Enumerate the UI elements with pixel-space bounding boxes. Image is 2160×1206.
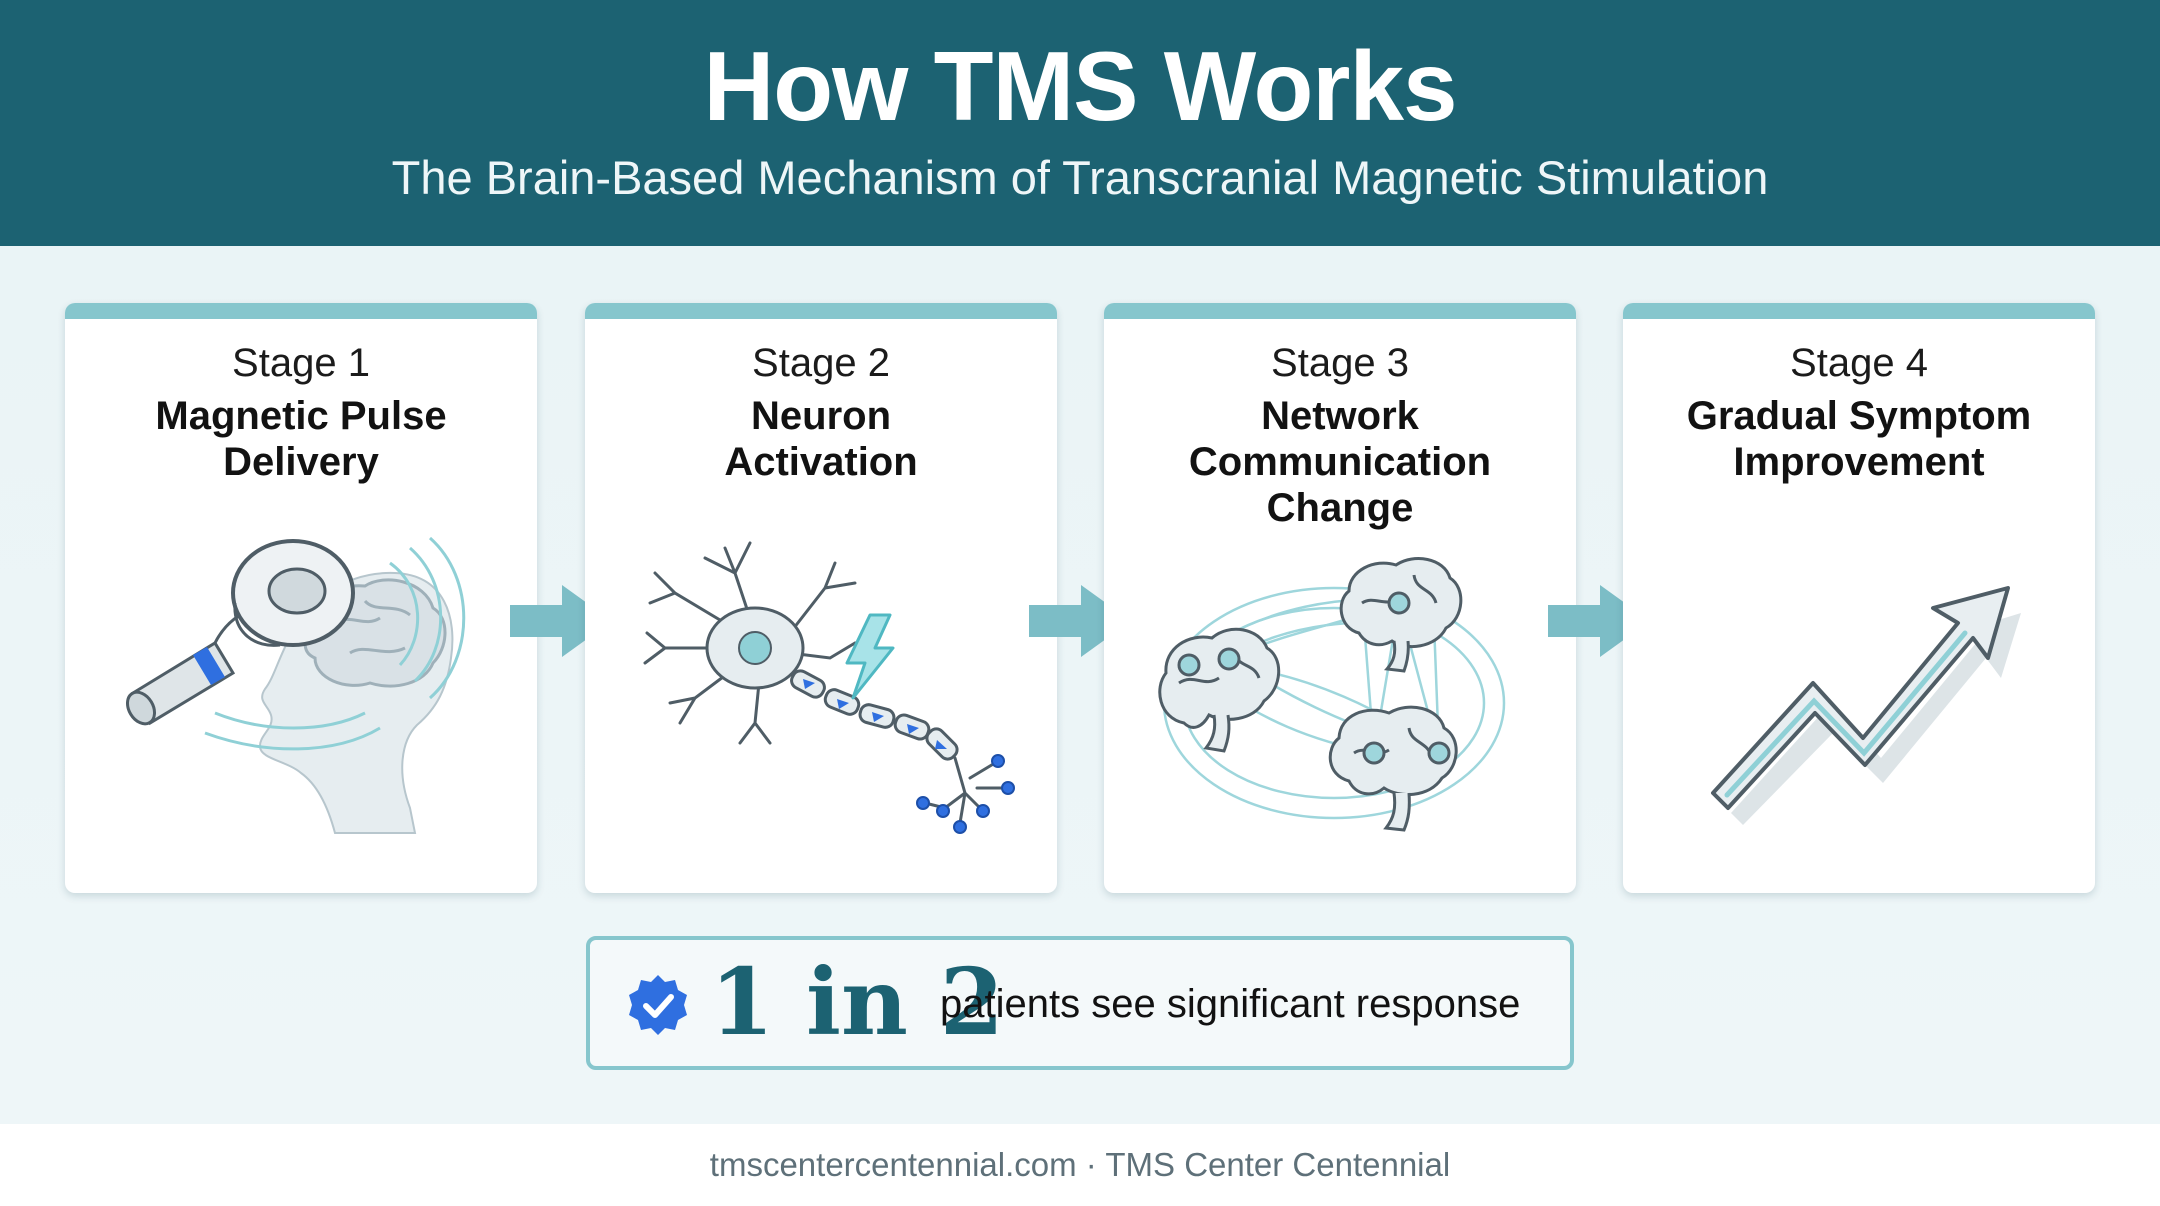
verified-badge-icon [629, 975, 687, 1035]
trend-up-arrow-icon [1711, 586, 2021, 825]
stage-card-1: Stage 1 Magnetic Pulse Delivery [65, 303, 537, 893]
stage-card-2: Stage 2 Neuron Activation [585, 303, 1057, 893]
card-accent-bar [585, 303, 1057, 319]
stage-label: Stage 2 [752, 341, 890, 385]
stage-title: Network Communication Change [1188, 394, 1492, 530]
stage-title: Gradual Symptom Improvement [1686, 394, 2032, 484]
card-accent-bar [1623, 303, 2095, 319]
stage-label: Stage 4 [1790, 341, 1928, 385]
stat-value: 1 in 2 [710, 948, 1004, 1056]
neuron-spark-icon [643, 541, 1015, 834]
brain-network-icon [1158, 557, 1506, 832]
card-accent-bar [1104, 303, 1576, 319]
stat-description: patients see significant response [940, 982, 1521, 1026]
card-accent-bar [65, 303, 537, 319]
page-subtitle: The Brain-Based Mechanism of Transcrania… [391, 151, 1769, 204]
response-stat-box: 1 in 2 patients see significant response [586, 936, 1574, 1070]
tms-coil-head-icon [125, 536, 466, 834]
stage-label: Stage 1 [232, 341, 370, 385]
stage-card-4: Stage 4 Gradual Symptom Improvement [1623, 303, 2095, 893]
stage-title: Neuron Activation [724, 394, 918, 484]
footer: tmscentercentennial.com · TMS Center Cen… [0, 1124, 2160, 1206]
stage-title: Magnetic Pulse Delivery [155, 394, 447, 484]
stage-card-3: Stage 3 Network Communication Change [1104, 303, 1576, 893]
page-title: How TMS Works [703, 31, 1458, 141]
header-banner: How TMS Works The Brain-Based Mechanism … [0, 0, 2160, 246]
stage-label: Stage 3 [1271, 341, 1409, 385]
footer-source: tmscentercentennial.com · TMS Center Cen… [709, 1146, 1451, 1183]
